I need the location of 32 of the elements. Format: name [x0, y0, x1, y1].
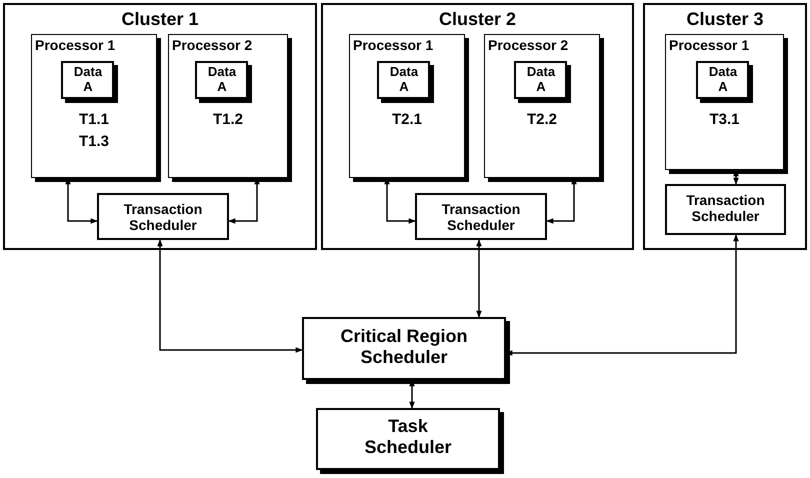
processor-title: Processor 1: [353, 37, 434, 54]
cluster-title: Cluster 3: [685, 9, 765, 30]
processor-title: Processor 2: [172, 37, 252, 54]
cluster-box: [643, 3, 807, 250]
task-label: T1.2: [212, 111, 244, 128]
cluster-box: [3, 3, 317, 250]
connector-arrow: [157, 239, 303, 353]
scheduler-box: [415, 193, 547, 240]
processor-title: Processor 1: [35, 37, 116, 54]
scheduler-box: [97, 193, 229, 240]
data-label: Data A: [388, 65, 420, 95]
cluster-title: Cluster 2: [438, 9, 518, 30]
cluster-box: [321, 3, 634, 250]
scheduler-label: Critical Region Scheduler: [339, 326, 469, 368]
processor-title: Processor 2: [488, 37, 568, 54]
task-label: T3.1: [708, 111, 740, 128]
data-label: Data A: [708, 65, 738, 95]
scheduler-label: Transaction Scheduler: [440, 201, 522, 234]
data-label: Data A: [526, 65, 556, 95]
scheduler-label: Transaction Scheduler: [685, 192, 766, 224]
task-label: T1.3: [78, 133, 110, 150]
processor-title: Processor 1: [669, 37, 750, 54]
cluster-title: Cluster 1: [120, 9, 200, 30]
task-label: T2.2: [526, 111, 558, 128]
scheduler-label: Task Scheduler: [363, 416, 453, 458]
connector-arrow: [476, 239, 482, 318]
scheduler-box: [665, 184, 786, 235]
data-label: Data A: [206, 65, 238, 95]
scheduler-label: Transaction Scheduler: [122, 201, 204, 234]
task-label: T2.1: [390, 111, 423, 128]
task-label: T1.1: [78, 111, 110, 128]
data-label: Data A: [72, 65, 104, 95]
